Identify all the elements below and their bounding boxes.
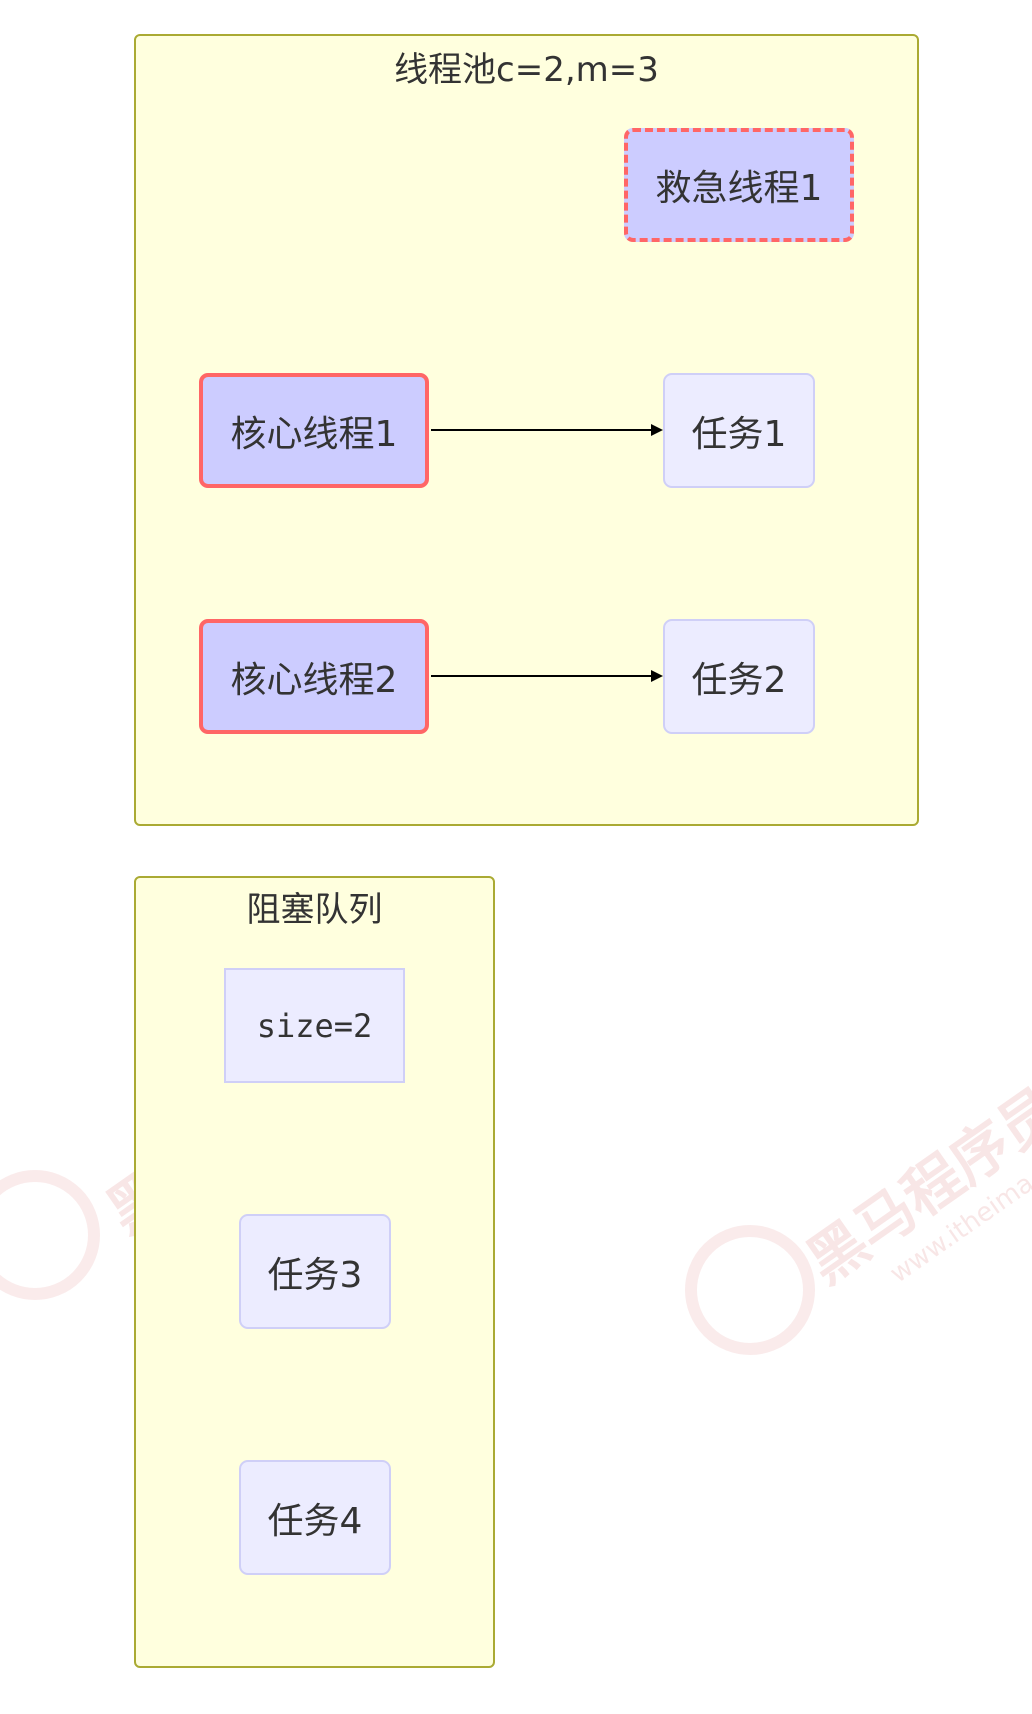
watermark-url: www.itheima.com [884,1131,1032,1290]
core-thread-2-label: 核心线程2 [230,659,398,701]
blocking-queue-title-text: 阻塞队列 [246,890,383,930]
queue-size-label: size=2 [256,1006,373,1045]
core-thread-1-node[interactable]: 核心线程1 [199,373,429,488]
thread-pool-title-text: 线程池c=2,m=3 [394,50,659,90]
watermark-logo-2 [0,1170,100,1300]
task-4-node[interactable]: 任务4 [239,1460,391,1575]
task-3-label: 任务3 [267,1254,363,1296]
task-1-label: 任务1 [691,413,787,455]
watermark-brand: 黑马程序员 [794,1074,1032,1297]
watermark-logo-3 [685,1225,815,1355]
blocking-queue-title: 阻塞队列 [136,882,493,931]
emergency-thread-node[interactable]: 救急线程1 [624,128,854,242]
thread-pool-title: 线程池c=2,m=3 [136,42,917,91]
task-4-label: 任务4 [267,1500,363,1542]
core-thread-2-node[interactable]: 核心线程2 [199,619,429,734]
queue-size-node[interactable]: size=2 [224,968,405,1083]
emergency-thread-label: 救急线程1 [655,168,823,209]
task-3-node[interactable]: 任务3 [239,1214,391,1329]
watermark-3: 黑马程序员 www.itheima.com [787,1063,1032,1324]
task-2-node[interactable]: 任务2 [663,619,815,734]
task-2-label: 任务2 [691,659,787,701]
core-thread-1-label: 核心线程1 [230,413,398,455]
task-1-node[interactable]: 任务1 [663,373,815,488]
